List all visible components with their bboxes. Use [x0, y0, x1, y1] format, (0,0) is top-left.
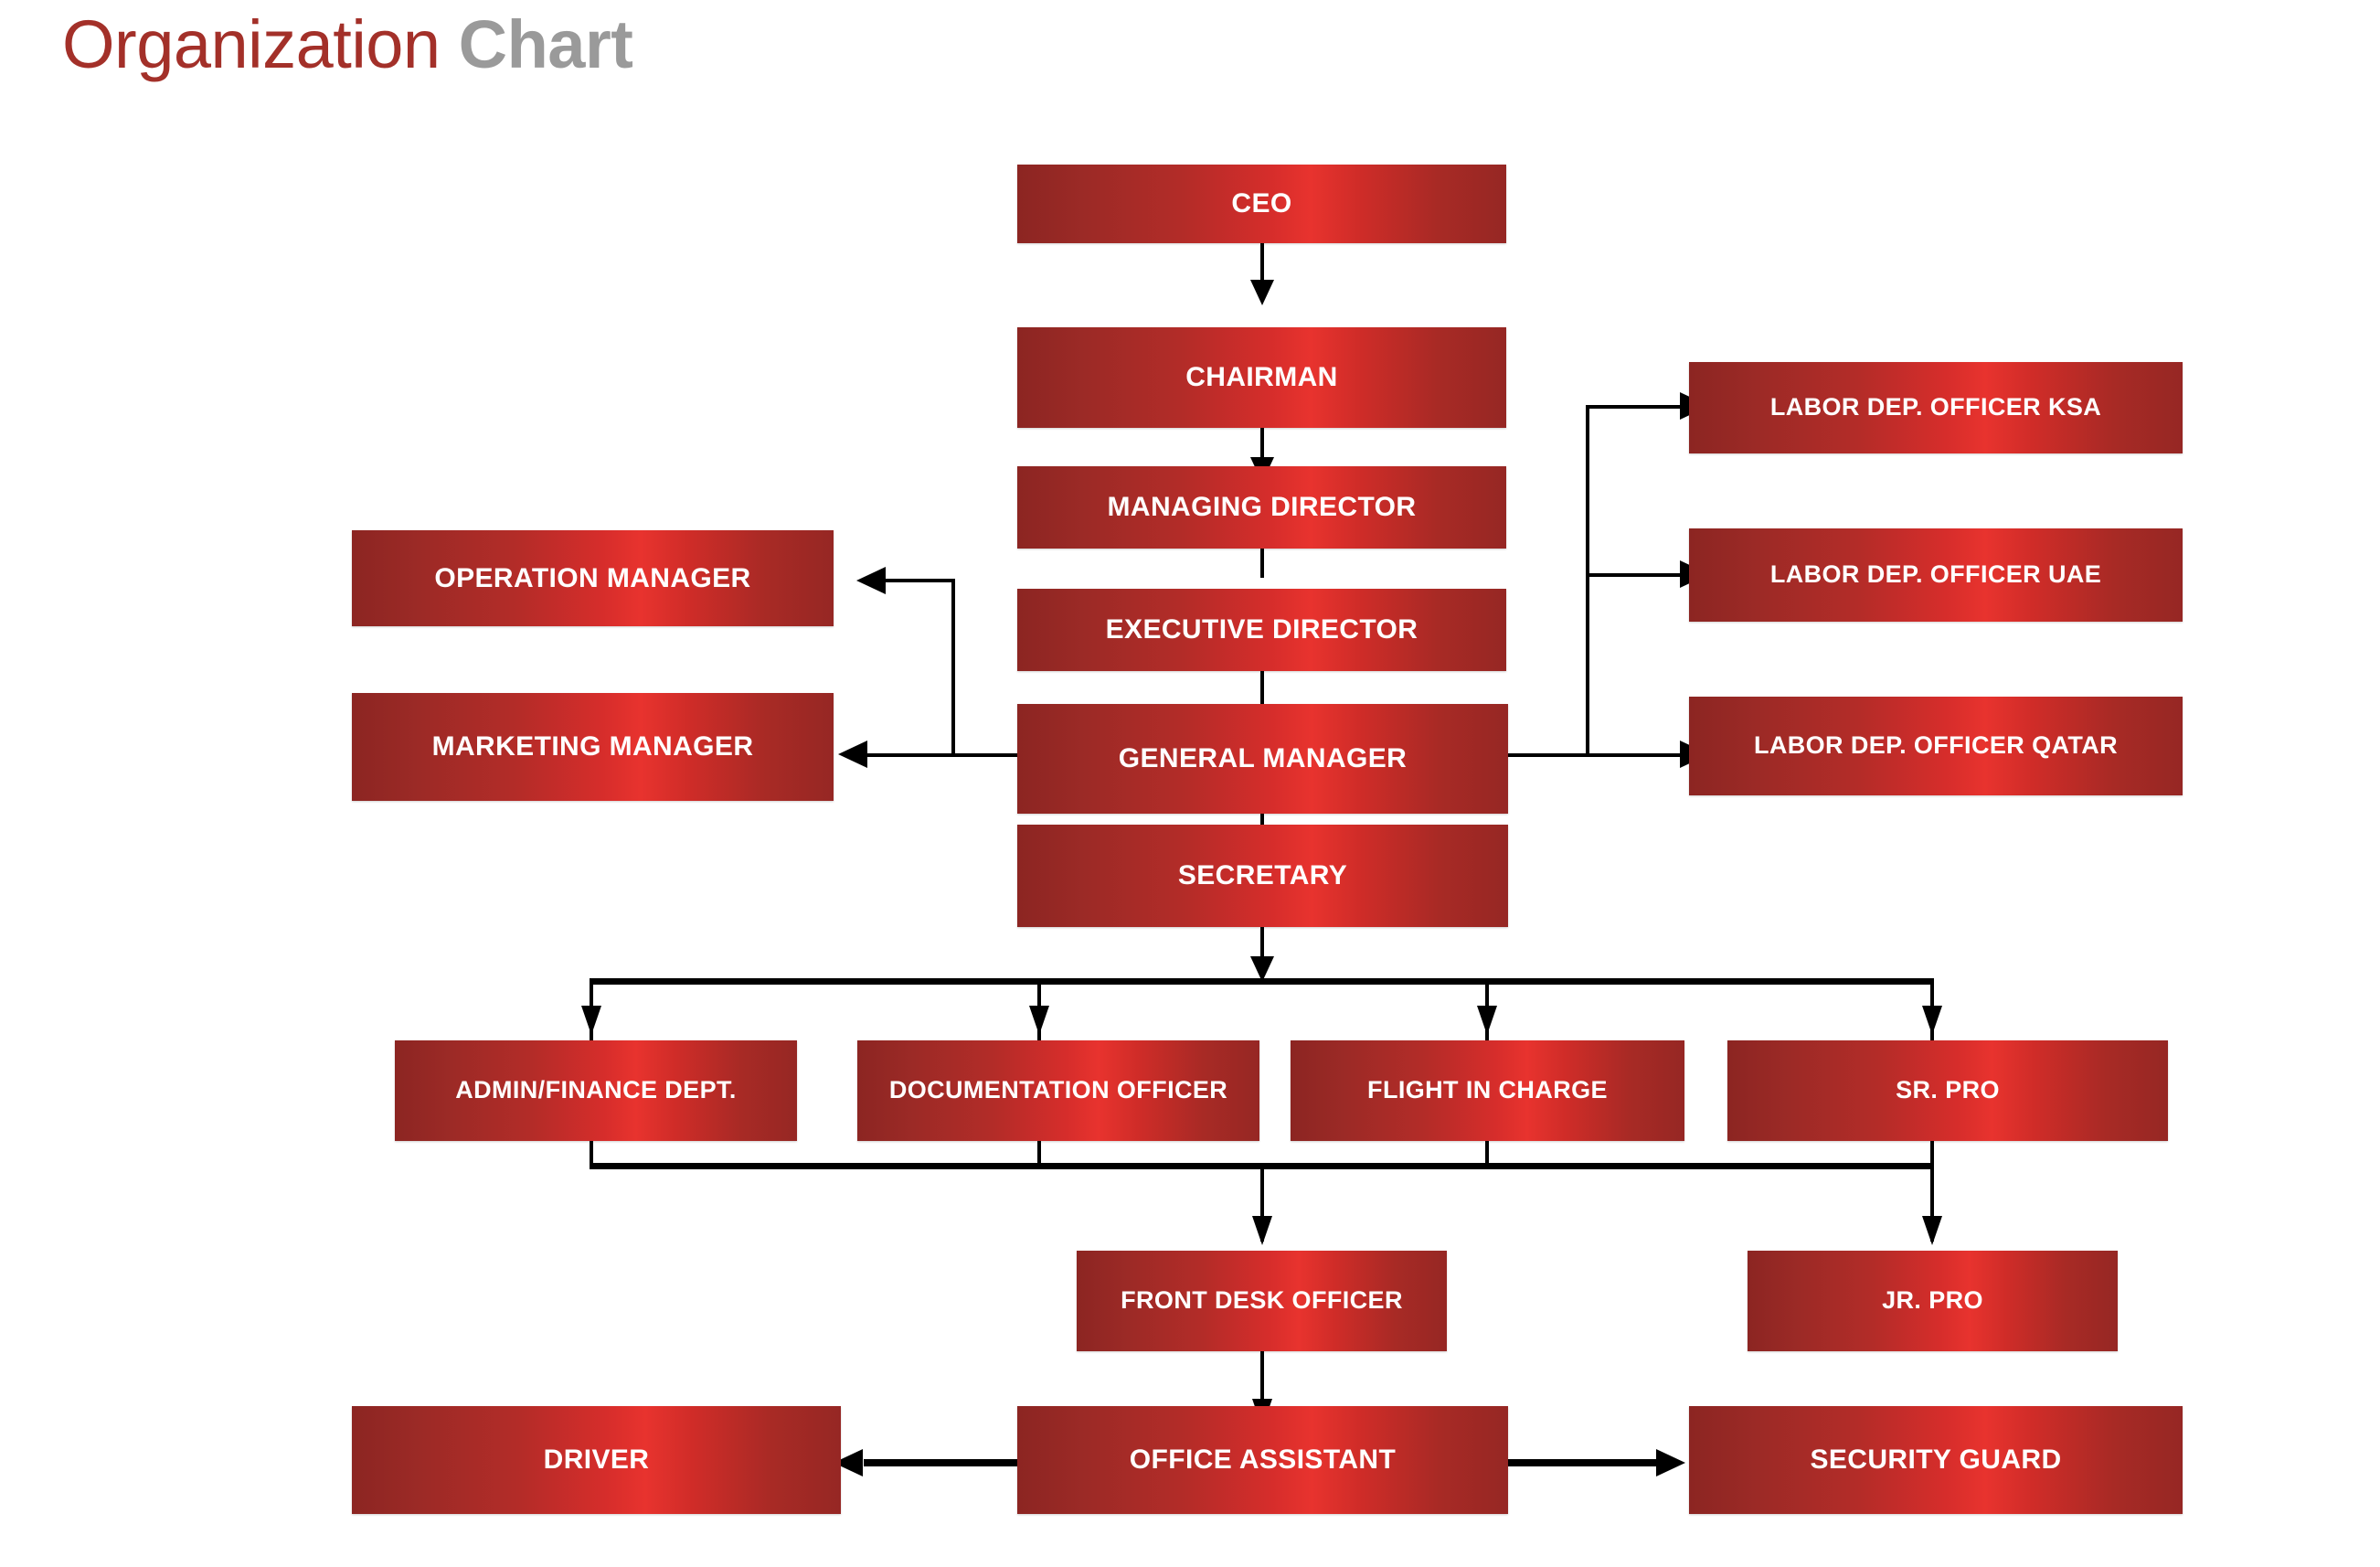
node-chairman[interactable]: CHAIRMAN	[1017, 327, 1506, 428]
riser-admin-finance-down	[590, 1141, 593, 1167]
arrow-ceo-chairman	[1250, 280, 1274, 305]
connector-gm-operation	[868, 579, 953, 582]
title-primary: Organization	[62, 6, 441, 82]
connector-gm-marketing	[850, 753, 1024, 757]
node-executive-director[interactable]: EXECUTIVE DIRECTOR	[1017, 589, 1506, 671]
node-labor-officer-uae[interactable]: LABOR DEP. OFFICER UAE	[1689, 528, 2183, 622]
node-flight-in-charge[interactable]: FLIGHT IN CHARGE	[1291, 1040, 1684, 1141]
node-operation-manager[interactable]: OPERATION MANAGER	[352, 530, 834, 626]
connector-md-ed	[1260, 547, 1264, 578]
node-driver-label: DRIVER	[543, 1444, 650, 1476]
arrow-bus-sr-pro	[1922, 1006, 1942, 1035]
connector-officeassistant-driver	[864, 1459, 1028, 1466]
connector-ed-gm	[1260, 669, 1264, 706]
node-sr-pro[interactable]: SR. PRO	[1727, 1040, 2168, 1141]
connector-gm-right-trunk	[1508, 753, 1691, 757]
node-security-guard-label: SECURITY GUARD	[1810, 1444, 2062, 1476]
arrow-bus-jr-pro	[1922, 1216, 1942, 1245]
node-ceo-label: CEO	[1231, 188, 1292, 219]
connector-riser-ksa	[1586, 405, 1691, 409]
node-jr-pro[interactable]: JR. PRO	[1748, 1251, 2118, 1351]
node-general-manager-label: GENERAL MANAGER	[1118, 743, 1408, 774]
node-labor-officer-qatar-label: LABOR DEP. OFFICER QATAR	[1753, 731, 2119, 760]
node-admin-finance-dept-label: ADMIN/FINANCE DEPT.	[455, 1076, 737, 1104]
node-labor-officer-ksa-label: LABOR DEP. OFFICER KSA	[1769, 393, 2102, 421]
node-secretary[interactable]: SECRETARY	[1017, 825, 1508, 927]
node-security-guard[interactable]: SECURITY GUARD	[1689, 1406, 2183, 1514]
node-labor-officer-ksa[interactable]: LABOR DEP. OFFICER KSA	[1689, 362, 2183, 453]
drop-front-desk-officer	[1260, 1163, 1264, 1242]
arrow-bus-admin-finance	[581, 1006, 601, 1035]
node-marketing-manager[interactable]: MARKETING MANAGER	[352, 693, 834, 801]
connector-left-riser	[951, 579, 955, 755]
page-title: Organization Chart	[62, 6, 633, 82]
node-front-desk-officer-label: FRONT DESK OFFICER	[1121, 1286, 1403, 1315]
node-jr-pro-label: JR. PRO	[1882, 1286, 1983, 1315]
node-executive-director-label: EXECUTIVE DIRECTOR	[1105, 614, 1418, 645]
arrow-bus-flight-in-charge	[1477, 1006, 1497, 1035]
node-documentation-officer-label: DOCUMENTATION OFFICER	[888, 1076, 1228, 1104]
node-sr-pro-label: SR. PRO	[1896, 1076, 2000, 1104]
riser-srpro-down	[1930, 1141, 1934, 1167]
node-managing-director[interactable]: MANAGING DIRECTOR	[1017, 466, 1506, 549]
node-chairman-label: CHAIRMAN	[1185, 362, 1338, 393]
arrow-bus-front-desk-officer	[1252, 1216, 1272, 1245]
title-secondary: Chart	[458, 6, 633, 82]
connector-chairman-md	[1260, 426, 1264, 464]
node-documentation-officer[interactable]: DOCUMENTATION OFFICER	[857, 1040, 1259, 1141]
node-labor-officer-uae-label: LABOR DEP. OFFICER UAE	[1769, 560, 2102, 589]
connector-right-riser	[1586, 405, 1589, 757]
node-admin-finance-dept[interactable]: ADMIN/FINANCE DEPT.	[395, 1040, 797, 1141]
node-front-desk-officer[interactable]: FRONT DESK OFFICER	[1077, 1251, 1447, 1351]
arrow-gm-marketing	[838, 741, 867, 768]
connector-officeassistant-security	[1499, 1459, 1663, 1466]
node-managing-director-label: MANAGING DIRECTOR	[1107, 492, 1417, 523]
node-secretary-label: SECRETARY	[1177, 860, 1348, 891]
arrow-gm-operation	[856, 567, 886, 594]
connector-ceo-chairman	[1260, 241, 1264, 287]
node-marketing-manager-label: MARKETING MANAGER	[431, 731, 754, 762]
connector-secretary-bus	[1260, 925, 1264, 982]
arrow-secretary-bus	[1250, 956, 1274, 982]
connector-riser-uae	[1586, 573, 1691, 577]
node-ceo[interactable]: CEO	[1017, 165, 1506, 243]
node-labor-officer-qatar[interactable]: LABOR DEP. OFFICER QATAR	[1689, 697, 2183, 795]
node-office-assistant[interactable]: OFFICE ASSISTANT	[1017, 1406, 1508, 1514]
arrow-bus-documentation-officer	[1029, 1006, 1049, 1035]
node-general-manager[interactable]: GENERAL MANAGER	[1017, 704, 1508, 814]
node-operation-manager-label: OPERATION MANAGER	[434, 562, 751, 593]
riser-documentation-down	[1037, 1141, 1041, 1167]
node-office-assistant-label: OFFICE ASSISTANT	[1129, 1444, 1397, 1476]
connector-frontdesk-officeassistant	[1260, 1351, 1264, 1430]
arrow-officeassistant-security	[1656, 1449, 1685, 1476]
node-flight-in-charge-label: FLIGHT IN CHARGE	[1367, 1076, 1608, 1104]
drop-jr-pro	[1930, 1163, 1934, 1242]
riser-flight-down	[1485, 1141, 1489, 1167]
node-driver[interactable]: DRIVER	[352, 1406, 841, 1514]
